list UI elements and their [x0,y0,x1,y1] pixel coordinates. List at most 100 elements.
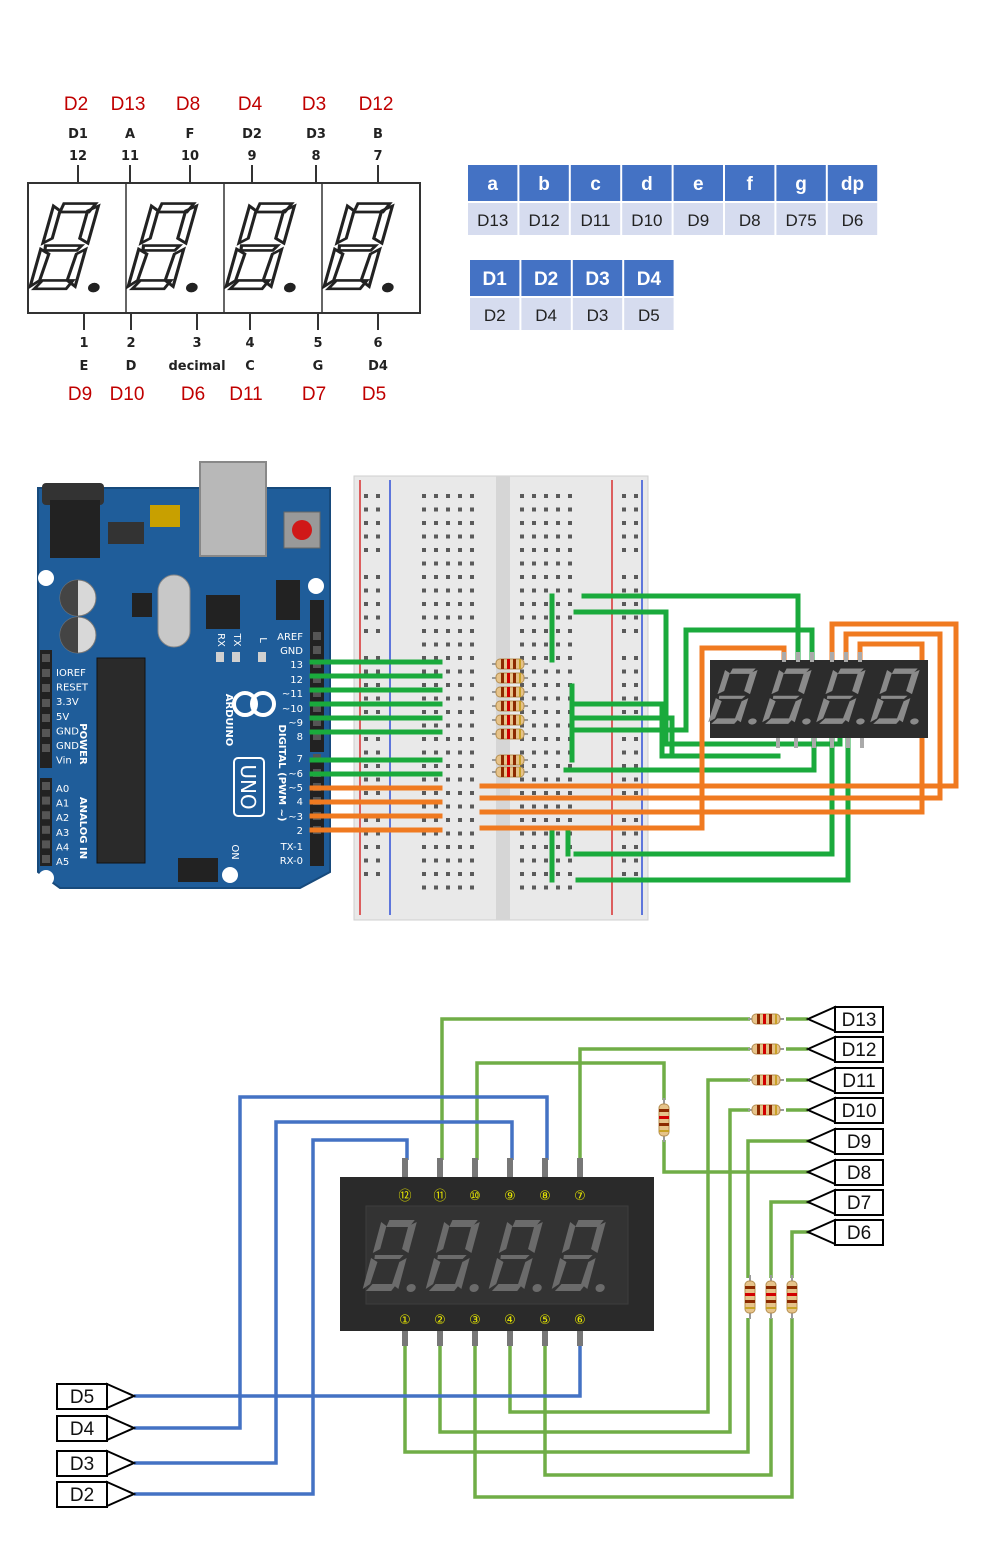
digital-pin-label: 8 [297,732,303,743]
top-pin-number: 8 [311,149,320,164]
top-function-label: B [373,127,383,142]
table-header-cell: c [590,174,601,195]
on-label: ON [229,844,240,859]
schematic-top-pin-number: ⑦ [574,1189,586,1204]
bottom-function-label: E [80,359,89,374]
table-header-cell: f [747,174,754,195]
connector-label: D11 [842,1071,875,1092]
table-header-cell: D3 [585,269,609,290]
seven-segment-digit [815,668,866,725]
top-arduino-pin: D3 [302,94,326,115]
seven-segment-digit [551,1220,607,1292]
bottom-arduino-pin: D11 [229,384,262,405]
top-pin-number: 12 [69,149,87,164]
arduino-logo-icon [232,691,276,717]
breadboard-resistors [491,658,529,778]
connector-label: D4 [70,1419,95,1440]
bottom-pin-number: 1 [79,336,88,351]
analog-pin-label: A2 [56,813,69,824]
analog-pin-label: A3 [56,828,69,839]
digital-pin-label: ~3 [288,812,303,823]
bottom-pin-number: 5 [313,336,322,351]
table-value-cell: D9 [687,211,709,230]
power-pin-label: 3.3V [56,697,79,708]
seven-segment-digit [322,201,395,293]
table-value-cell: D11 [581,211,611,230]
seven-segment-digit [869,668,920,725]
table-value-cell: D3 [587,306,609,325]
bottom-arduino-pin: D6 [181,384,205,405]
connector-label: D6 [847,1223,871,1244]
connector-label: D12 [842,1040,877,1061]
connector-label: D7 [847,1193,871,1214]
digital-pin-label: ~6 [288,769,303,780]
seven-segment-digit [761,668,812,725]
digital-pin-label: AREF [277,632,303,643]
top-arduino-pin: D12 [359,94,394,115]
digital-label: DIGITAL (PWM ~) [276,725,287,822]
analog-pin-label: A0 [56,784,69,795]
seven-segment-digit [425,1220,481,1292]
analog-label: ANALOG IN [77,797,88,859]
schematic-resistors [658,1013,798,1320]
bottom-function-label: decimal [168,359,225,374]
top-pin-number: 10 [181,149,199,164]
power-pin-label: GND [56,726,79,737]
bottom-pin-number: 4 [245,336,254,351]
bottom-pin-number: 6 [373,336,382,351]
top-pin-number: 9 [247,149,256,164]
analog-pin-label: A4 [56,842,69,853]
connector-label: D10 [842,1101,877,1122]
power-pin-label: 5V [56,712,69,723]
seven-segment-digit [126,201,199,293]
bottom-pin-number: 2 [126,336,135,351]
top-pin-number: 11 [121,149,139,164]
table-value-cell: D2 [484,306,506,325]
seven-segment-digit [488,1220,544,1292]
led-label: RX [215,633,226,647]
connector-label: D3 [70,1454,94,1475]
wiring-green [309,593,851,883]
power-label: POWER [77,723,88,765]
usb-connector [199,461,267,557]
power-pin-label: RESET [56,683,89,694]
analog-pin-label: A5 [56,857,69,868]
table-value-cell: D10 [631,211,662,230]
schematic-bottom-pin-number: ⑤ [539,1313,551,1328]
seven-segment-digit [224,201,297,293]
schematic-top-pin-number: ⑫ [398,1189,411,1204]
top-arduino-pin: D2 [64,94,88,115]
breadboard [353,475,649,921]
digital-pin-label: ~11 [282,689,303,700]
connector-label: D5 [70,1387,94,1408]
table-value-cell: D12 [529,211,560,230]
top-function-label: A [125,127,135,142]
table-header-cell: a [487,174,498,195]
arduino-brand: ARDUINO [223,694,234,746]
schematic-bottom-pin-number: ④ [504,1313,516,1328]
top-pin-number: 7 [373,149,382,164]
led-label: TX [231,633,242,647]
table-value-cell: D6 [842,211,864,230]
seven-segment-pinout-body [27,182,421,314]
top-arduino-pin: D13 [111,94,146,115]
power-pin-label: IOREF [56,668,86,679]
digital-pin-label: 12 [290,675,303,686]
top-function-label: D2 [242,127,262,142]
digital-pin-label: GND [280,646,303,657]
led-label: L [257,637,268,643]
analog-pin-label: A1 [56,799,69,810]
seven-segment-digit [362,1220,418,1292]
bottom-arduino-pin: D10 [110,384,145,405]
top-function-label: D1 [68,127,88,142]
bottom-arduino-pin: D9 [68,384,92,405]
digital-pin-label: 4 [297,797,303,808]
schematic-top-pin-number: ⑩ [469,1189,481,1204]
bottom-function-label: D [126,359,137,374]
bottom-arduino-pin: D5 [362,384,386,405]
schematic-top-pin-number: ⑧ [539,1189,551,1204]
wiring-orange [309,621,959,833]
